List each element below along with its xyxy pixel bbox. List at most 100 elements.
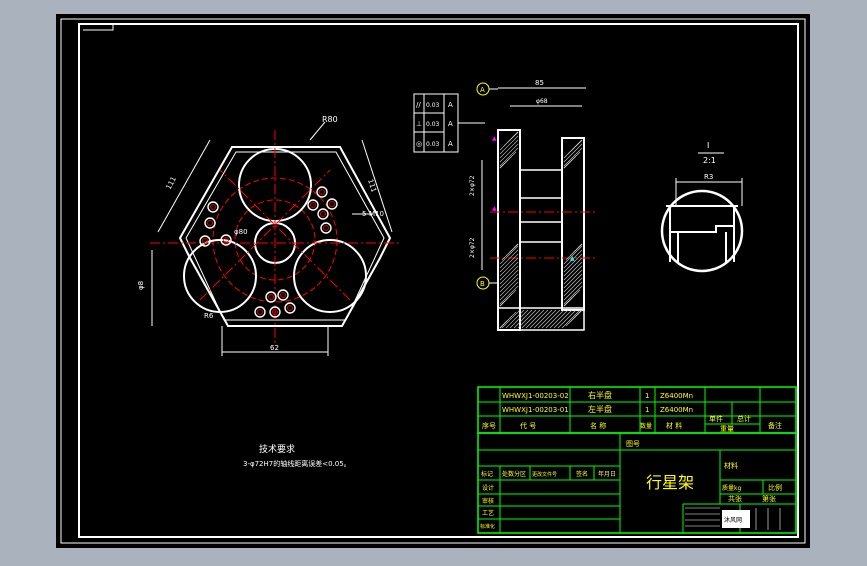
dim-left-bottom-text: 2×φ72 [469, 237, 476, 258]
drawing-no-label: 图号 [626, 440, 640, 448]
hatch-line [525, 309, 545, 329]
part-name: 行星架 [646, 473, 694, 492]
hatch-line [515, 131, 519, 135]
part-row2-name: 左半盘 [588, 404, 612, 414]
hatch-line [505, 309, 525, 329]
dim-r-text: R6 [204, 312, 214, 320]
bolt-hole-inner [207, 220, 213, 226]
bolt-hole-inner [319, 189, 325, 195]
title-block-frame [477, 432, 797, 534]
hatch-line [563, 285, 583, 305]
scale-label: 比例 [768, 483, 782, 492]
bolt-hole-inner [210, 204, 216, 210]
hatch-line [563, 281, 583, 301]
bolt-hole [220, 234, 232, 246]
bolt-hole-inner [257, 309, 263, 315]
tol-ref-1: A [448, 101, 453, 109]
hatch-line [499, 139, 519, 159]
rev-col-2: 处数 [502, 470, 514, 478]
tol-ref-3: A [448, 140, 453, 148]
hatch-line [499, 249, 519, 269]
bolt-hole-inner [280, 292, 286, 298]
rev-col-5: 签名 [576, 470, 588, 478]
hatch-line [563, 277, 583, 297]
section-marker-3: ▲ [570, 255, 575, 262]
detail-view: I 2:1 R3 [660, 141, 744, 273]
hub-bottom [519, 221, 563, 243]
hatch-line [577, 243, 583, 249]
hatch-line [563, 151, 581, 169]
datum-b-text: B [480, 280, 485, 288]
hdr-total-weight: 总计 [737, 414, 751, 423]
hatch-line [545, 309, 565, 329]
bolt-hole-inner [323, 225, 329, 231]
note-right-text: 5-M10 [362, 210, 384, 218]
role-standard: 标准化 [480, 523, 495, 530]
sheet-label: 共张 [728, 494, 742, 503]
hatch-line [541, 309, 561, 329]
hatch-line [499, 289, 517, 307]
dim-left-top-text: 2×φ72 [469, 175, 476, 196]
detail-profile [666, 205, 738, 262]
section-view: // 0.03 A ⊥ 0.03 A ◎ 0.03 A A B 85 φ68 2… [413, 79, 595, 331]
hatch-line [563, 249, 583, 269]
hatch-line [499, 285, 519, 305]
title-block [477, 386, 797, 534]
hatch-line [577, 309, 583, 315]
hatch-line [563, 253, 583, 273]
dim-top-leader [309, 121, 326, 141]
tol-ref-2: A [448, 120, 453, 128]
hatch-line [499, 277, 519, 297]
bolt-hole [204, 217, 216, 229]
bolt-hole-inner [272, 309, 278, 315]
bolt-hole-inner [223, 237, 229, 243]
hatch-line [529, 309, 549, 329]
detail-scale: 2:1 [703, 156, 716, 165]
part-row2-qty: 1 [645, 406, 649, 414]
hatch-line [499, 143, 519, 163]
bolt-hole [265, 291, 277, 303]
bolt-hole [254, 306, 266, 318]
drawing-sheet [56, 14, 810, 548]
hdr-name: 名 称 [590, 421, 606, 430]
bolt-hole [269, 306, 281, 318]
hatch-line [561, 309, 581, 329]
rev-col-6: 年月日 [598, 470, 616, 478]
hdr-no: 序号 [482, 421, 496, 430]
hdr-weight: 重量 [720, 425, 734, 433]
dim-inner-text: φ68 [536, 98, 548, 105]
part-row1-qty: 1 [645, 392, 649, 400]
role-process: 工艺 [482, 509, 494, 517]
pitch-circle-2 [234, 199, 316, 281]
hatch-line [553, 309, 573, 329]
material-label: 材料 [724, 461, 738, 470]
stamp-box [722, 510, 750, 528]
hatch-line [563, 147, 583, 167]
tol-val-1: 0.03 [426, 102, 440, 109]
center-d1 [199, 169, 331, 301]
tol-val-3: 0.03 [426, 141, 440, 148]
hatch-line [513, 243, 519, 249]
corner-mark [83, 24, 114, 31]
dim-hole-text: φ80 [234, 228, 248, 236]
hdr-qty: 数量 [640, 422, 652, 430]
hatch-line [499, 265, 519, 285]
center-d2 [219, 169, 351, 301]
tol-val-2: 0.03 [426, 121, 440, 128]
hatch-line [533, 309, 553, 329]
hatch-line [563, 261, 583, 281]
hdr-remark: 备注 [768, 421, 782, 430]
notes-line-1: 3-φ72H7的轴线距离误差<0.05。 [243, 459, 351, 468]
detail-label: I [707, 141, 709, 150]
dim-total-text: 85 [535, 79, 544, 87]
part-row2-material: Z6400Mn [660, 406, 693, 414]
stamp-text: 沐风网 [724, 516, 742, 524]
notes-title: 技术要求 [259, 443, 295, 455]
detail-circle [660, 189, 744, 273]
hatch-line [563, 269, 583, 289]
datum-a-text: A [480, 86, 485, 94]
front-outline-inner [185, 151, 385, 321]
hatch-line [563, 245, 583, 265]
